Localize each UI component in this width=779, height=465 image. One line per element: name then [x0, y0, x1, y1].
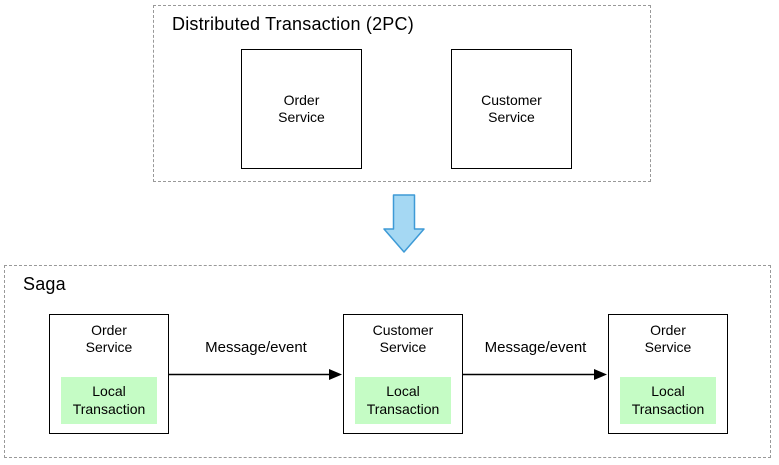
box-2pc-customer-service: Customer Service — [451, 49, 572, 169]
message-event-arrow-1-label: Message/event — [205, 339, 307, 356]
group-saga: Saga Order Service Local Transaction Mes… — [4, 265, 771, 458]
message-event-arrow-2-label: Message/event — [484, 339, 587, 356]
local-transaction-box-3: Local Transaction — [620, 377, 716, 424]
message-event-arrow-1: Message/event — [169, 338, 343, 383]
local-transaction-box-1-label: Local Transaction — [72, 383, 146, 417]
box-saga-customer-service: Customer Service Local Transaction — [343, 314, 463, 434]
group-saga-title: Saga — [23, 274, 66, 294]
box-saga-order-service-1: Order Service Local Transaction — [49, 314, 169, 434]
box-2pc-order-service-label: Order Service — [278, 91, 325, 125]
down-arrow-icon — [383, 194, 425, 254]
box-saga-order-service-1-label: Order Service — [85, 322, 133, 356]
local-transaction-box-2-label: Local Transaction — [366, 383, 440, 417]
message-event-arrow-2: Message/event — [463, 338, 608, 383]
group-2pc-title: Distributed Transaction (2PC) — [172, 14, 414, 34]
right-arrow-icon — [463, 369, 607, 380]
local-transaction-box-3-label: Local Transaction — [631, 383, 705, 417]
box-2pc-order-service: Order Service — [241, 49, 362, 169]
box-2pc-customer-service-label: Customer Service — [481, 91, 542, 125]
local-transaction-box-2: Local Transaction — [355, 377, 451, 424]
local-transaction-box-1: Local Transaction — [61, 377, 157, 424]
box-saga-customer-service-label: Customer Service — [372, 322, 434, 356]
box-saga-order-service-2: Order Service Local Transaction — [608, 314, 728, 434]
right-arrow-icon — [169, 369, 342, 380]
box-saga-order-service-2-label: Order Service — [644, 322, 692, 356]
group-2pc: Distributed Transaction (2PC) Order Serv… — [153, 5, 651, 182]
